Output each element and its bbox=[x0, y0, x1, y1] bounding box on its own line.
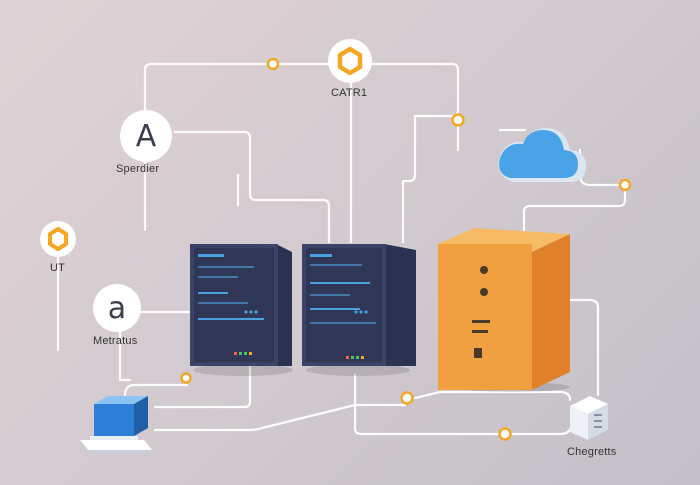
server-cabinet-icon bbox=[438, 228, 570, 392]
storage-box-icon bbox=[570, 396, 608, 440]
letter-a-circle-icon: a bbox=[93, 284, 141, 332]
node-label-catr1: CATR1 bbox=[331, 87, 368, 99]
server-rack-icon bbox=[302, 244, 416, 376]
node-label-sperdier: Sperdier bbox=[116, 163, 160, 175]
node-label-ut: UT bbox=[50, 262, 66, 274]
server-rack-icon bbox=[190, 244, 293, 376]
node-label-metratus: Metratus bbox=[93, 335, 138, 347]
svg-text:A: A bbox=[136, 119, 157, 154]
hexagon-icon bbox=[40, 221, 76, 257]
letter-a-circle-icon: A bbox=[120, 110, 172, 162]
hexagon-icon bbox=[328, 39, 372, 83]
node-label-chegretts: Chegretts bbox=[567, 446, 617, 458]
cloud-icon bbox=[498, 128, 586, 182]
svg-text:a: a bbox=[108, 291, 126, 326]
workstation-icon bbox=[80, 396, 152, 453]
